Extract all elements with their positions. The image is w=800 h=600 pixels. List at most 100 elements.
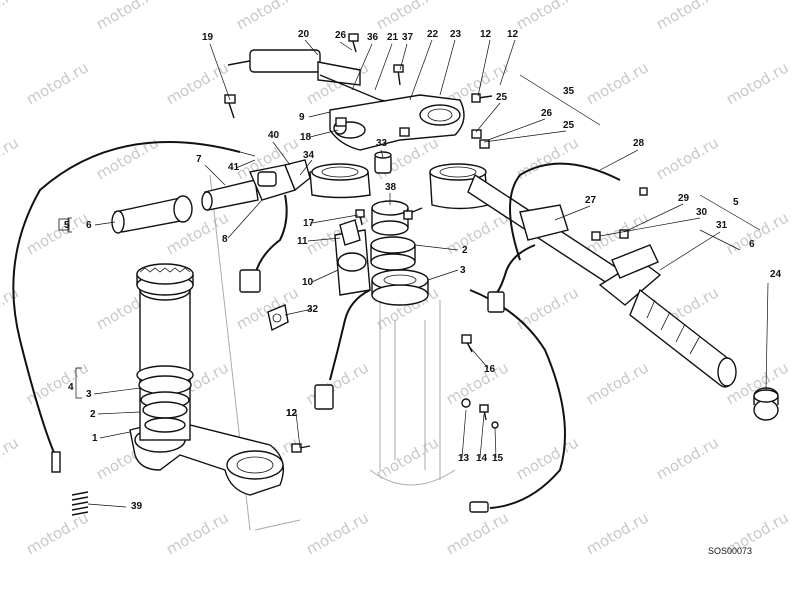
callout-1: 1 [92, 433, 98, 444]
leader-line [311, 269, 339, 283]
stem-nut-assembly [370, 200, 429, 306]
callout-6: 6 [86, 220, 92, 231]
frame-outline [209, 174, 456, 531]
throttle-tube [201, 179, 259, 211]
callout-13: 13 [458, 453, 470, 464]
watermark-text: motod.ru [583, 58, 652, 108]
watermark-text: motod.ru [93, 133, 162, 183]
callout-39: 39 [131, 501, 143, 512]
group-brackets [67, 74, 761, 399]
callout-19: 19 [202, 32, 214, 43]
leader-line [765, 282, 769, 391]
leader-line [409, 39, 433, 101]
callout-36: 36 [367, 32, 379, 43]
leader-line [599, 217, 701, 237]
fasteners [224, 33, 648, 453]
callout-9: 9 [299, 112, 305, 123]
watermark-text: motod.ru [653, 433, 722, 483]
watermark-text: motod.ru [163, 508, 232, 558]
left-grip [111, 195, 193, 234]
leader-line [94, 221, 116, 226]
callout-37: 37 [402, 32, 414, 43]
callout-6: 6 [749, 239, 755, 250]
callout-12: 12 [480, 29, 492, 40]
watermark-text: motod.ru [443, 208, 512, 258]
callout-8: 8 [222, 234, 228, 245]
watermark-text: motod.ru [513, 0, 582, 33]
leader-line [311, 214, 359, 224]
leader-line [93, 387, 141, 395]
left-clip-on [309, 163, 371, 199]
leader-line [97, 411, 141, 415]
callout-26: 26 [335, 30, 347, 41]
callout-33: 33 [376, 138, 388, 149]
right-switch-wiring [487, 244, 536, 313]
callout-28: 28 [633, 138, 645, 149]
watermark-text: motod.ru [93, 0, 162, 33]
callout-29: 29 [678, 193, 690, 204]
right-handlebar [467, 173, 621, 286]
bar-end-weight [753, 387, 779, 421]
leader-line [427, 269, 459, 281]
callout-2: 2 [462, 245, 468, 256]
callout-17: 17 [303, 218, 315, 229]
callout-2: 2 [90, 409, 96, 420]
leader-line [235, 159, 256, 169]
leader-line [659, 231, 721, 271]
throttle-cable [12, 141, 256, 473]
callout-10: 10 [302, 277, 314, 288]
callout-15: 15 [492, 453, 504, 464]
leader-line [374, 43, 393, 91]
leader-line [380, 149, 384, 158]
watermark-text: motod.ru [23, 358, 92, 408]
callout-25: 25 [496, 92, 508, 103]
callout-31: 31 [716, 220, 728, 231]
watermark-text: motod.ru [0, 0, 22, 33]
leader-line [483, 130, 567, 143]
callout-23: 23 [450, 29, 462, 40]
ignition-wiring [314, 289, 371, 410]
watermark-text: motod.ru [303, 358, 372, 408]
callout-12: 12 [507, 29, 519, 40]
callout-12: 12 [286, 408, 298, 419]
left-switch-wiring [239, 194, 288, 293]
callout-21: 21 [387, 32, 399, 43]
leader-line [309, 129, 339, 138]
watermark-text: motod.ru [0, 433, 22, 483]
leader-line [204, 164, 226, 186]
leader-line [295, 412, 301, 449]
square-bracket-label-5-icon [58, 218, 70, 231]
leader-line [599, 149, 639, 171]
leader-line [494, 427, 497, 459]
leader-line [623, 203, 684, 233]
watermark-text: motod.ru [723, 208, 792, 258]
watermark-text: motod.ru [163, 58, 232, 108]
leader-line [307, 237, 341, 242]
leader-line [467, 344, 489, 369]
watermark-text: motod.ru [303, 508, 372, 558]
right-switch-housing [598, 244, 662, 306]
left-switch-housing [249, 159, 311, 201]
leader-lines [87, 39, 769, 508]
watermark-text: motod.ru [233, 0, 302, 33]
watermark-text: motod.ru [583, 358, 652, 408]
callout-16: 16 [484, 364, 496, 375]
leader-line [299, 159, 313, 176]
watermark-text: motod.ru [0, 133, 22, 183]
callout-4: 4 [68, 382, 74, 393]
leader-line [304, 39, 319, 56]
callout-32: 32 [307, 304, 319, 315]
leader-line [477, 39, 491, 97]
leader-line [499, 39, 516, 86]
callout-14: 14 [476, 453, 488, 464]
callout-24: 24 [770, 269, 782, 280]
callout-20: 20 [298, 29, 310, 40]
leader-line [99, 431, 131, 439]
callout-5: 5 [733, 197, 739, 208]
watermark-text: motod.ru [653, 0, 722, 33]
callout-26: 26 [541, 108, 553, 119]
callout-35: 35 [563, 86, 575, 97]
callout-3: 3 [460, 265, 466, 276]
